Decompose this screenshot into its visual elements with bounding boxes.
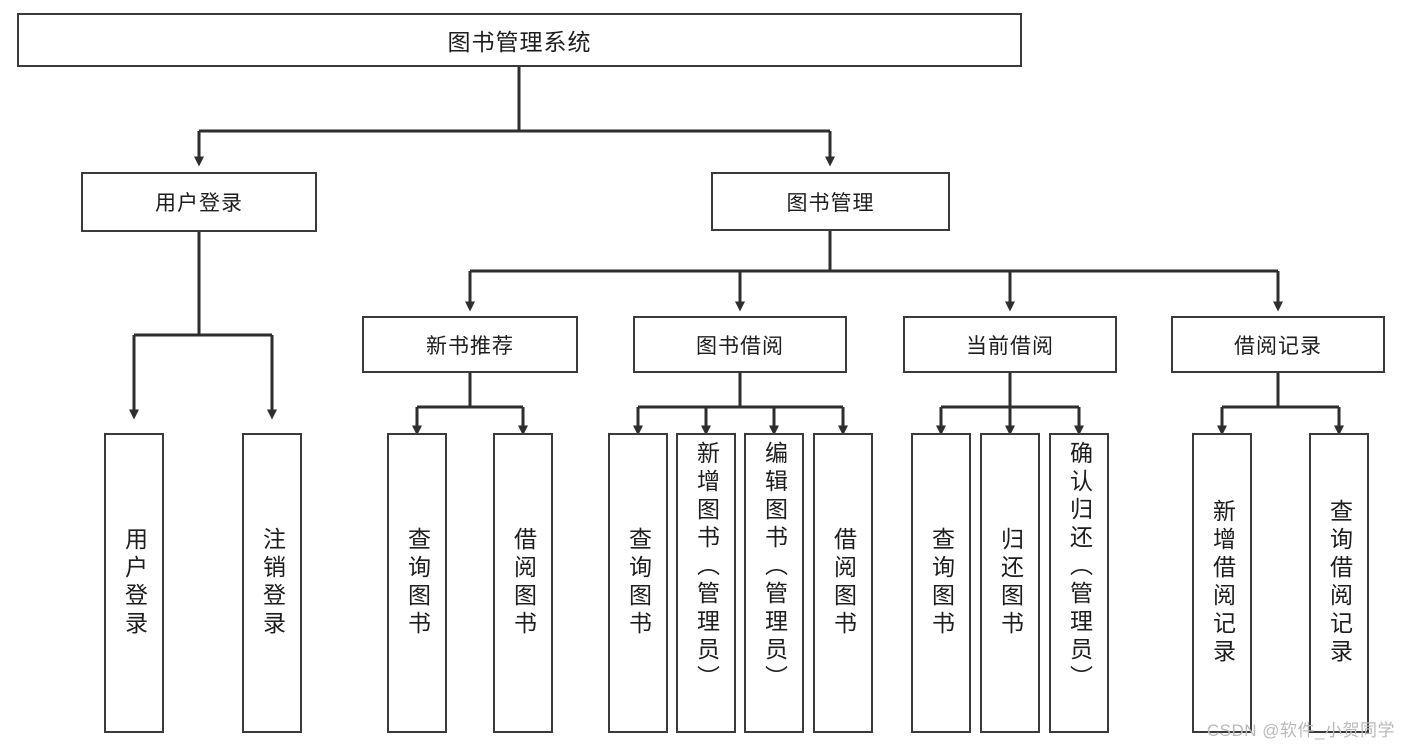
leaf-query-book-2[interactable]: 查询图书 bbox=[608, 433, 668, 733]
leaf-label: 归还图书 bbox=[997, 527, 1024, 639]
leaf-label: 借阅图书 bbox=[510, 527, 537, 639]
node-root-system[interactable]: 图书管理系统 bbox=[17, 13, 1022, 67]
leaf-label: 查询借阅记录 bbox=[1326, 499, 1353, 667]
node-current-borrow[interactable]: 当前借阅 bbox=[903, 316, 1117, 373]
leaf-user-login[interactable]: 用户登录 bbox=[104, 433, 164, 733]
leaf-label: 查询图书 bbox=[404, 527, 431, 639]
leaf-confirm-return[interactable]: 确认归还（管理员） bbox=[1049, 433, 1109, 733]
leaf-edit-book[interactable]: 编辑图书（管理员） bbox=[744, 433, 804, 733]
leaf-label: 新增借阅记录 bbox=[1209, 499, 1236, 667]
leaf-label: 注销登录 bbox=[259, 527, 286, 639]
leaf-label: 查询图书 bbox=[928, 527, 955, 639]
node-book-borrow[interactable]: 图书借阅 bbox=[633, 316, 847, 373]
leaf-label: 新增图书（管理员） bbox=[693, 441, 720, 693]
node-user-login[interactable]: 用户登录 bbox=[81, 172, 317, 232]
leaf-query-borrow-record[interactable]: 查询借阅记录 bbox=[1309, 433, 1369, 733]
leaf-query-book-3[interactable]: 查询图书 bbox=[911, 433, 971, 733]
leaf-borrow-book-2[interactable]: 借阅图书 bbox=[813, 433, 873, 733]
node-book-manage[interactable]: 图书管理 bbox=[711, 172, 950, 231]
leaf-add-borrow-record[interactable]: 新增借阅记录 bbox=[1192, 433, 1252, 733]
leaf-add-book[interactable]: 新增图书（管理员） bbox=[676, 433, 736, 733]
leaf-borrow-book-1[interactable]: 借阅图书 bbox=[493, 433, 553, 733]
node-new-book-recommend[interactable]: 新书推荐 bbox=[362, 316, 578, 373]
leaf-label: 借阅图书 bbox=[830, 527, 857, 639]
leaf-label: 编辑图书（管理员） bbox=[761, 441, 788, 693]
leaf-query-book-1[interactable]: 查询图书 bbox=[387, 433, 447, 733]
leaf-user-logout[interactable]: 注销登录 bbox=[242, 433, 302, 733]
node-borrow-record[interactable]: 借阅记录 bbox=[1171, 316, 1385, 373]
leaf-label: 查询图书 bbox=[625, 527, 652, 639]
leaf-label: 确认归还（管理员） bbox=[1066, 441, 1093, 693]
leaf-return-book[interactable]: 归还图书 bbox=[980, 433, 1040, 733]
leaf-label: 用户登录 bbox=[121, 527, 148, 639]
